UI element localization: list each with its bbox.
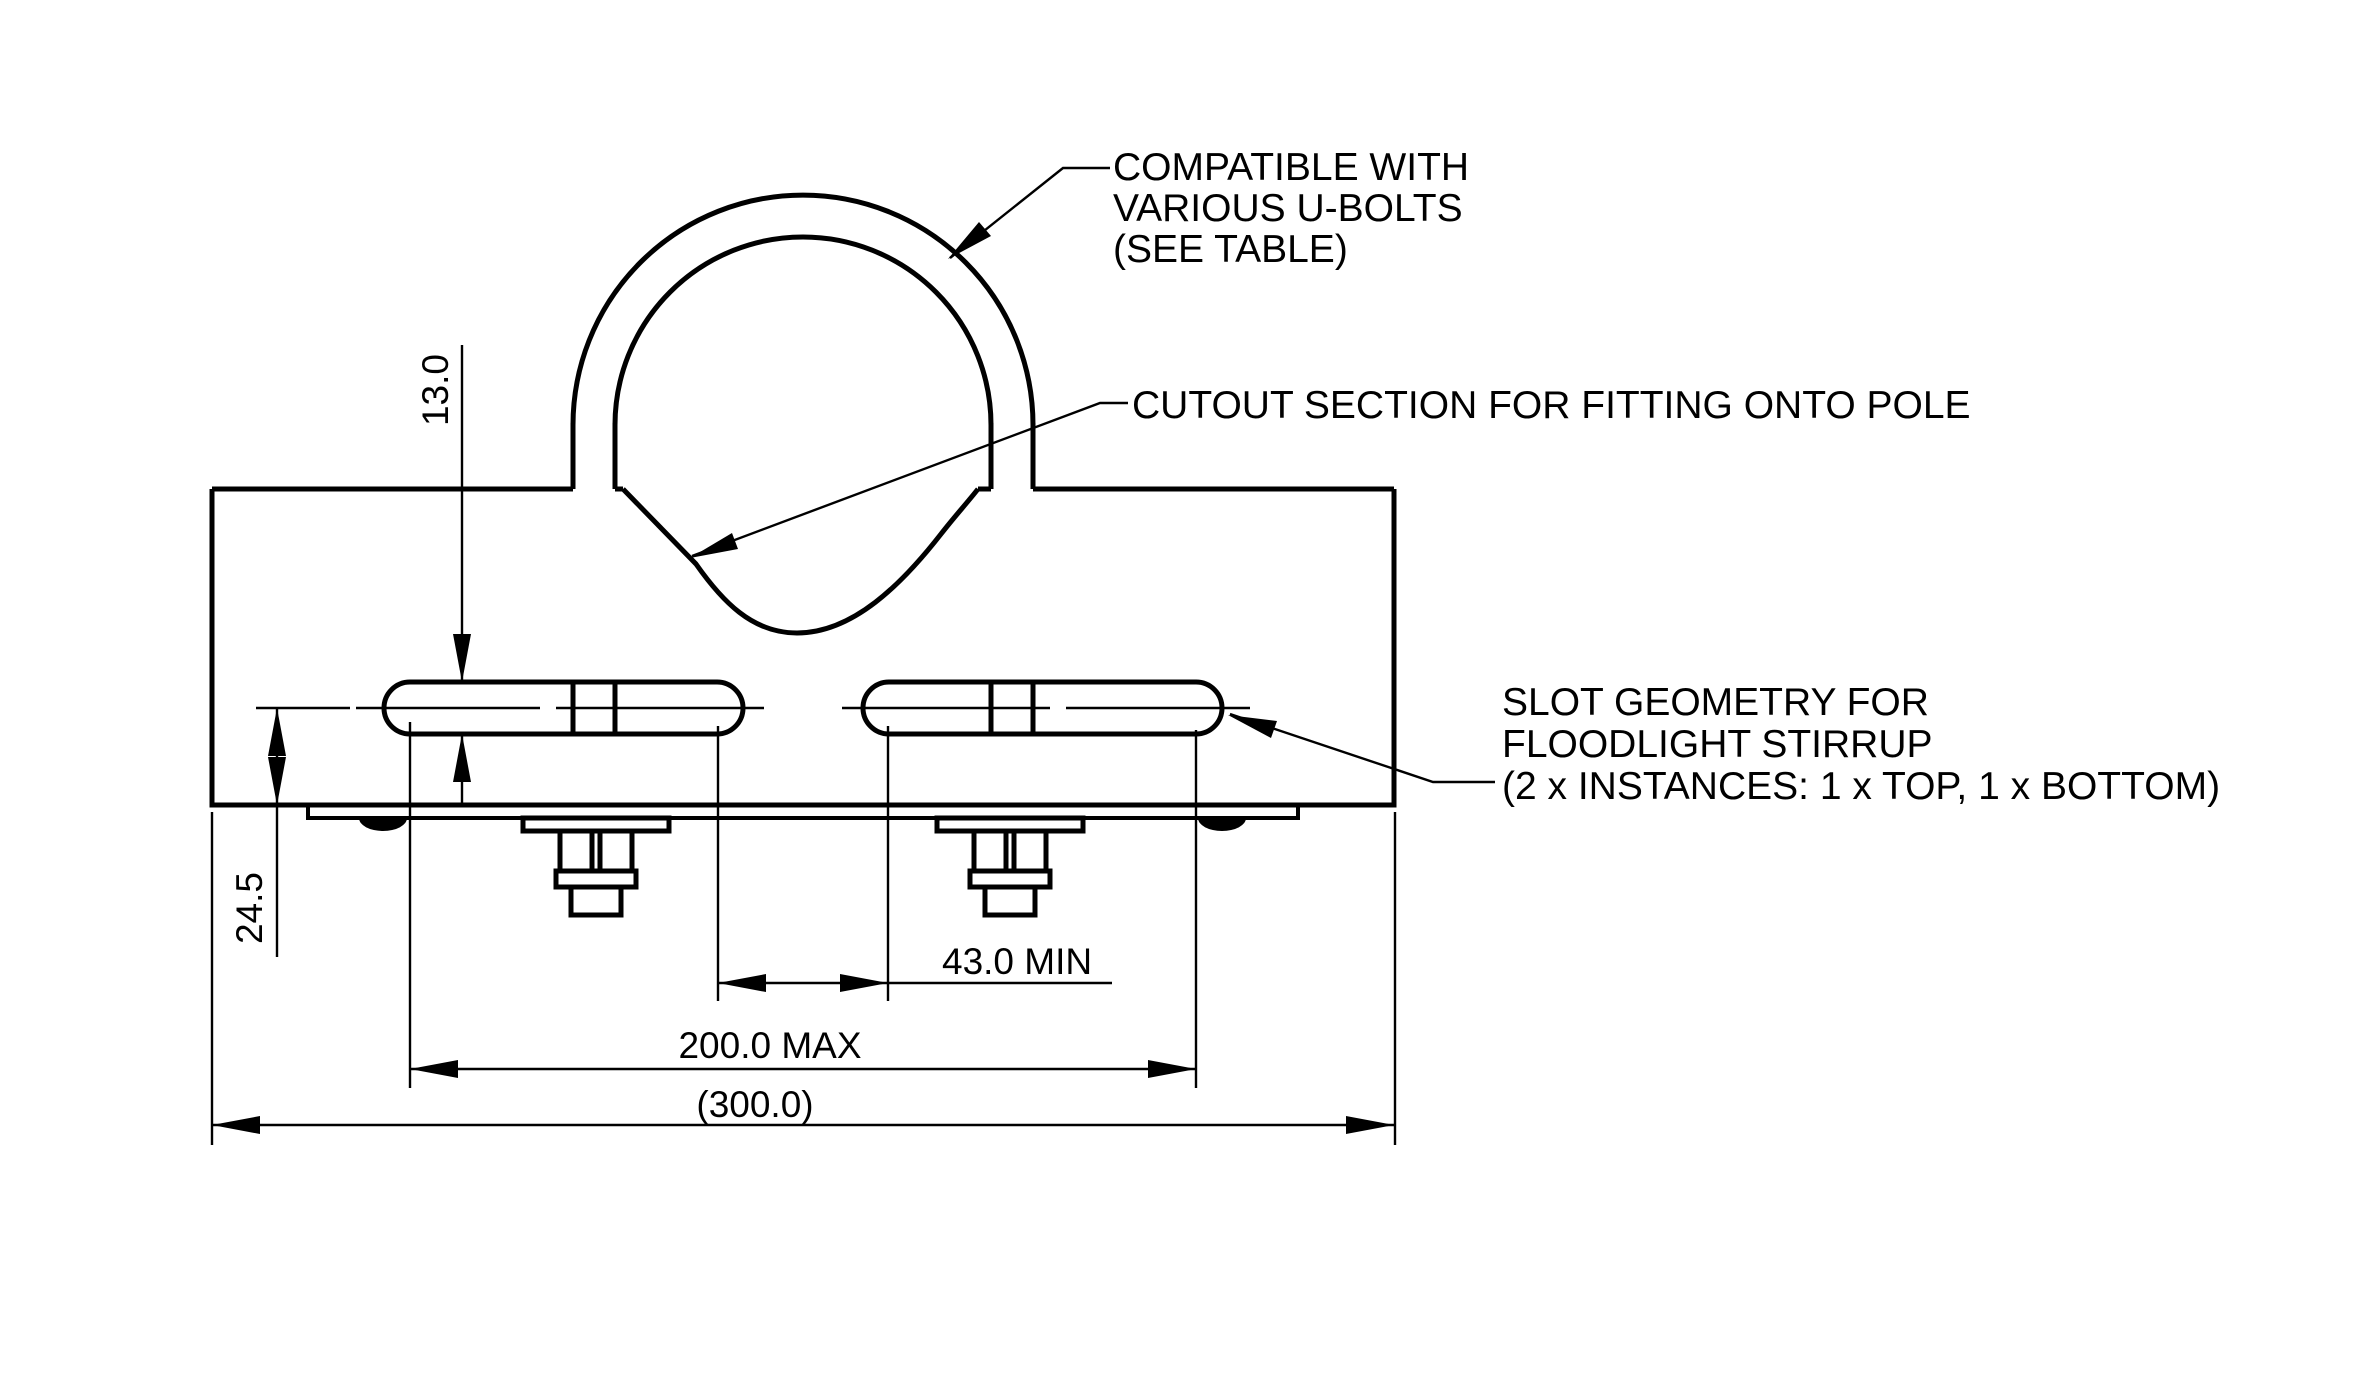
dim-slot-height: 13.0 (415, 354, 456, 426)
hex-nut-facets (1003, 831, 1017, 871)
cutout-note-line1: CUTOUT SECTION FOR FITTING ONTO POLE (1132, 384, 1971, 427)
stirrup-plate-assembly (306, 807, 1300, 918)
leader-slot (1229, 712, 1495, 784)
u-bolt-outer-arc (570, 192, 1036, 426)
hex-nut (557, 828, 635, 874)
arrow-43-left (718, 974, 766, 992)
dimension-labels: 13.0 24.5 43.0 MIN 200.0 MAX (300.0) (229, 354, 1092, 1125)
hex-nut (971, 828, 1049, 874)
dim-ubolt-spacing-min: 43.0 MIN (942, 941, 1092, 982)
arrow-24-down (268, 757, 286, 805)
leader-ubolt-arrow (948, 222, 991, 259)
arrow-300-right (1346, 1116, 1394, 1134)
dimension-lines (212, 345, 1394, 1127)
bottom-slot-end-right (1198, 818, 1246, 831)
pole-cutout (621, 487, 980, 636)
arrow-300-left (212, 1116, 260, 1134)
slot-right (860, 679, 1225, 737)
arrowheads (212, 634, 1394, 1134)
arrow-13-up (453, 734, 471, 782)
extension-lines (210, 706, 1397, 1145)
leader-lines (690, 166, 1495, 784)
hex-nut-facets (589, 831, 603, 871)
thread-stub (568, 884, 624, 918)
annotation-slot-note: SLOT GEOMETRY FOR FLOODLIGHT STIRRUP (2 … (1502, 681, 2220, 808)
arrow-24-up (268, 708, 286, 756)
slot-note-line3: (2 x INSTANCES: 1 x TOP, 1 x BOTTOM) (1502, 765, 2220, 808)
ubolt-note-line3: (SEE TABLE) (1113, 228, 1348, 271)
arrow-200-left (410, 1060, 458, 1078)
annotation-cutout-note: CUTOUT SECTION FOR FITTING ONTO POLE (1132, 384, 1971, 427)
slot-note-line1: SLOT GEOMETRY FOR (1502, 681, 1929, 724)
arrow-13-down (453, 634, 471, 682)
leader-cutout (691, 401, 1128, 558)
leader-cutout-arrow (690, 533, 738, 558)
thread-stub (982, 884, 1038, 918)
leader-ubolt (949, 166, 1110, 259)
stirrup-plate (306, 807, 1300, 820)
leader-slot-arrow (1228, 715, 1277, 738)
dim-overall-width: (300.0) (696, 1084, 813, 1125)
ubolt-note-line2: VARIOUS U-BOLTS (1113, 187, 1463, 230)
u-bolt-inner-arc (612, 234, 994, 426)
nut-assembly-right (934, 815, 1086, 918)
slot-note-line2: FLOODLIGHT STIRRUP (1502, 723, 1933, 766)
nut-assembly-left (520, 815, 672, 918)
mounting-slots (356, 679, 1250, 737)
arrow-200-right (1148, 1060, 1196, 1078)
arrow-43-right (840, 974, 888, 992)
u-bolt-legs (570, 423, 1036, 489)
dim-slot-center-to-base: 24.5 (229, 872, 270, 944)
ubolt-note-line1: COMPATIBLE WITH (1113, 146, 1469, 189)
slot-left (381, 679, 746, 737)
bracket-body (209, 486, 1397, 808)
annotation-ubolt-note: COMPATIBLE WITH VARIOUS U-BOLTS (SEE TAB… (1113, 146, 1469, 271)
bottom-slot-end-left (359, 818, 407, 831)
bracket-outline (209, 489, 1397, 808)
dim-slot-span-max: 200.0 MAX (678, 1025, 861, 1066)
u-bolt (570, 192, 1036, 734)
